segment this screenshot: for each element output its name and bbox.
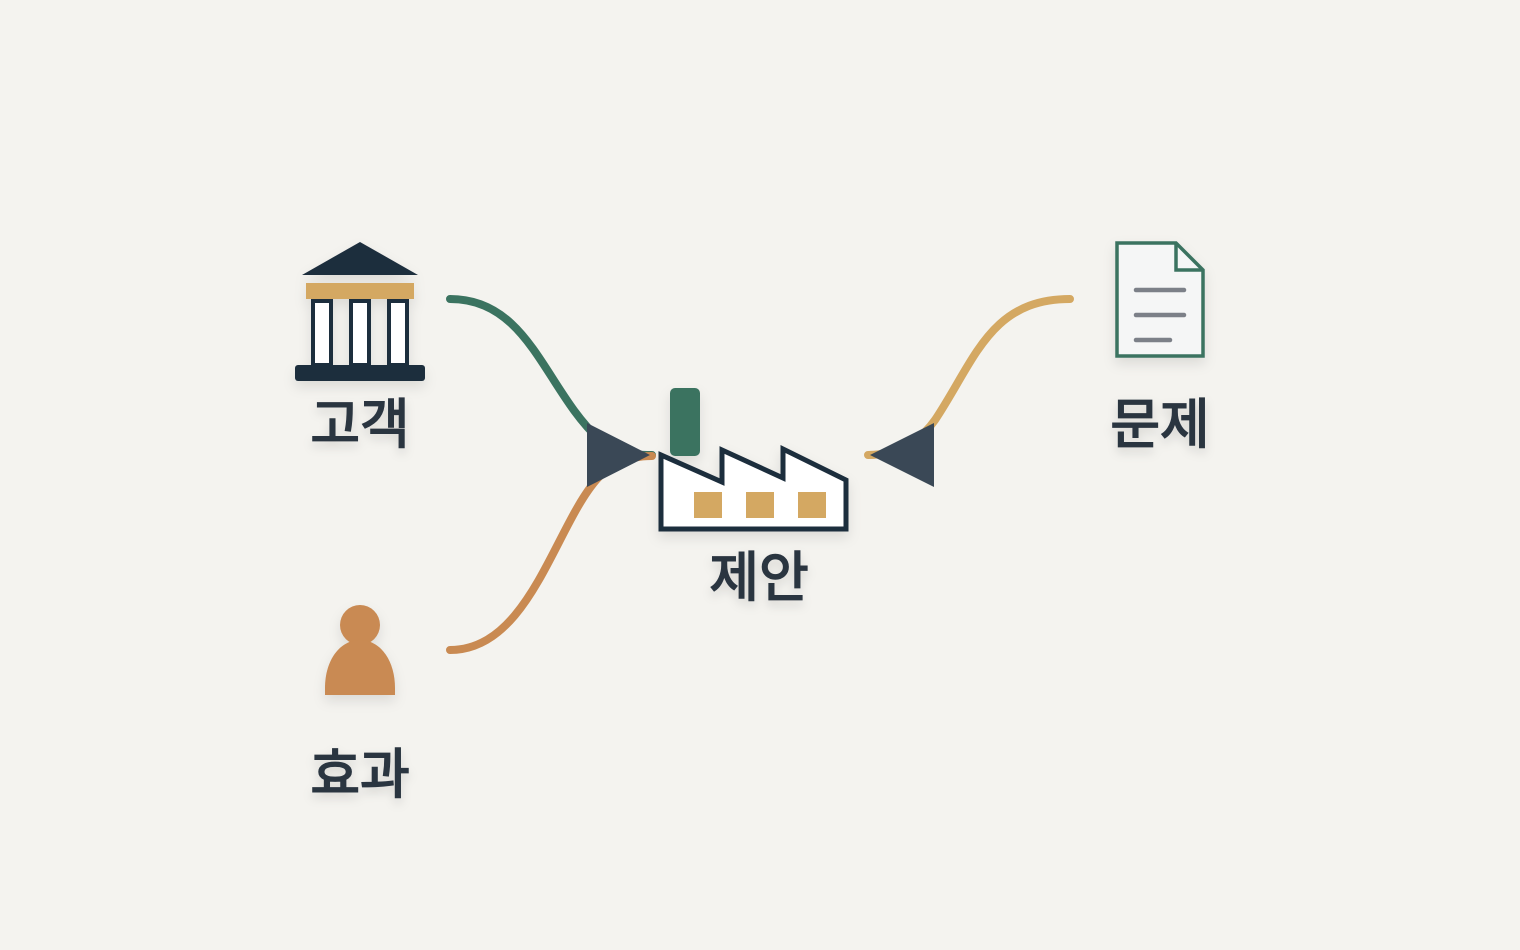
edge-customer-to-proposal [446,295,656,459]
problem-label: 문제 [1110,393,1209,456]
edge-effect-to-proposal [446,452,656,654]
document-icon [1115,241,1205,358]
arrowhead-right-icon [870,423,934,487]
arrowhead-left-icon [587,423,650,487]
bank-building-icon [295,242,425,381]
effect-label: 효과 [310,743,409,806]
proposal-label: 제안 [709,546,808,609]
edge-problem-to-proposal [864,295,1074,459]
factory-icon [658,388,849,532]
person-icon [325,605,395,695]
customer-label: 고객 [310,393,409,456]
